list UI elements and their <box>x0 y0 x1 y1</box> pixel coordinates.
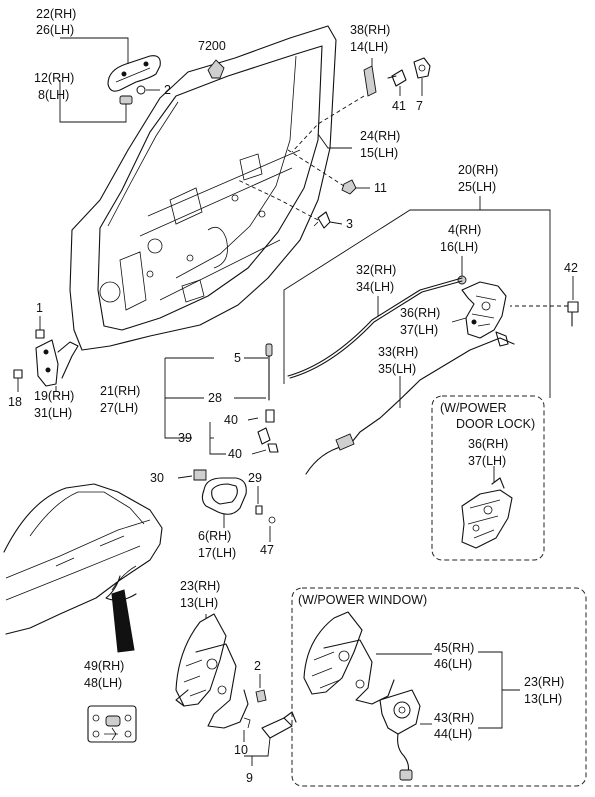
label-38: 38(RH) <box>350 23 390 37</box>
label-44: 44(LH) <box>434 727 472 741</box>
label-30: 30 <box>150 471 164 485</box>
leader-22 <box>60 37 129 64</box>
leader-3 <box>329 221 343 225</box>
label-15: 15(LH) <box>360 146 398 160</box>
label-4: 4(RH) <box>448 223 481 237</box>
power-lock-actuator <box>461 477 513 549</box>
bracket-21 <box>164 358 192 439</box>
label-2-bottom: 2 <box>254 659 261 673</box>
label-power-door-lock-2: DOOR LOCK) <box>456 417 535 431</box>
latch-assembly <box>457 275 509 347</box>
label-26: 26(LH) <box>36 23 74 37</box>
label-25: 25(LH) <box>458 180 496 194</box>
label-10: 10 <box>234 743 248 757</box>
bolt-42 <box>567 301 579 327</box>
dash-3 <box>237 179 319 221</box>
hinge-assembly <box>13 329 79 387</box>
label-power-door-lock-1: (W/POWER <box>440 401 507 415</box>
label-33: 33(RH) <box>378 345 418 359</box>
power-door-lock-box <box>431 395 545 561</box>
leader-9 <box>244 737 271 766</box>
leader-20-left <box>283 209 480 384</box>
label-17: 17(LH) <box>198 546 236 560</box>
label-46: 46(LH) <box>434 657 472 671</box>
leader-36a <box>451 317 467 323</box>
door-panel <box>69 25 337 351</box>
label-23-left: 23(RH) <box>180 579 220 593</box>
label-13-left: 13(LH) <box>180 596 218 610</box>
rod-clips <box>257 343 279 453</box>
label-21: 21(RH) <box>100 384 140 398</box>
label-35: 35(LH) <box>378 362 416 376</box>
leader-40a <box>247 417 259 421</box>
label-19: 19(RH) <box>34 389 74 403</box>
label-18: 18 <box>8 395 22 409</box>
label-3: 3 <box>346 217 353 231</box>
striker-parts <box>363 57 431 97</box>
label-36-top: 36(RH) <box>400 306 440 320</box>
bracket-39 <box>209 422 226 455</box>
leader-20-right <box>479 196 551 398</box>
window-regulator-manual <box>175 613 297 739</box>
leader-40b <box>251 449 267 455</box>
label-11: 11 <box>374 181 387 195</box>
label-37-top: 37(LH) <box>400 323 438 337</box>
label-40-top: 40 <box>224 413 238 427</box>
label-20: 20(RH) <box>458 163 498 177</box>
label-28: 28 <box>208 391 222 405</box>
label-9: 9 <box>246 771 253 785</box>
label-40-bottom: 40 <box>228 447 242 461</box>
leader-12 <box>59 80 127 123</box>
label-7: 7 <box>416 99 423 113</box>
label-6: 6(RH) <box>198 529 231 543</box>
label-42: 42 <box>564 261 578 275</box>
label-8: 8(LH) <box>38 88 69 102</box>
dash-striker <box>291 95 365 153</box>
bracket-23b <box>478 651 503 729</box>
label-16: 16(LH) <box>440 240 478 254</box>
label-2-top: 2 <box>164 83 171 97</box>
label-24: 24(RH) <box>360 129 400 143</box>
outside-handle-assembly <box>107 55 161 105</box>
label-32: 32(RH) <box>356 263 396 277</box>
label-5: 5 <box>234 351 241 365</box>
lock-rods <box>287 277 515 475</box>
leader-24 <box>317 133 352 149</box>
inside-handle <box>193 469 276 524</box>
label-41: 41 <box>392 99 406 113</box>
power-window-box <box>291 587 587 787</box>
label-27: 27(LH) <box>100 401 138 415</box>
label-12: 12(RH) <box>34 71 74 85</box>
window-regulator-power <box>303 611 421 781</box>
label-22: 22(RH) <box>36 7 76 21</box>
dash-11 <box>287 149 345 187</box>
label-14: 14(LH) <box>350 40 388 54</box>
label-49: 49(RH) <box>84 659 124 673</box>
leader-30 <box>177 475 193 479</box>
label-45: 45(RH) <box>434 641 474 655</box>
callout-labels: 7200 22(RH) 26(LH) 12(RH) 8(LH) 2 38(RH)… <box>8 7 578 785</box>
door-lock-part-49 <box>87 705 137 743</box>
label-7200: 7200 <box>198 39 226 53</box>
label-23-right: 23(RH) <box>524 675 564 689</box>
label-48: 48(LH) <box>84 676 122 690</box>
label-36-bottom: 36(RH) <box>468 437 508 451</box>
label-31: 31(LH) <box>34 406 72 420</box>
car-side-view <box>3 483 163 653</box>
label-39: 39 <box>178 431 192 445</box>
label-37-bottom: 37(LH) <box>468 454 506 468</box>
label-43: 43(RH) <box>434 711 474 725</box>
label-power-window: (W/POWER WINDOW) <box>298 593 427 607</box>
label-1: 1 <box>36 301 43 315</box>
label-34: 34(LH) <box>356 280 394 294</box>
label-13-right: 13(LH) <box>524 692 562 706</box>
label-29: 29 <box>248 471 262 485</box>
label-47: 47 <box>260 543 274 557</box>
